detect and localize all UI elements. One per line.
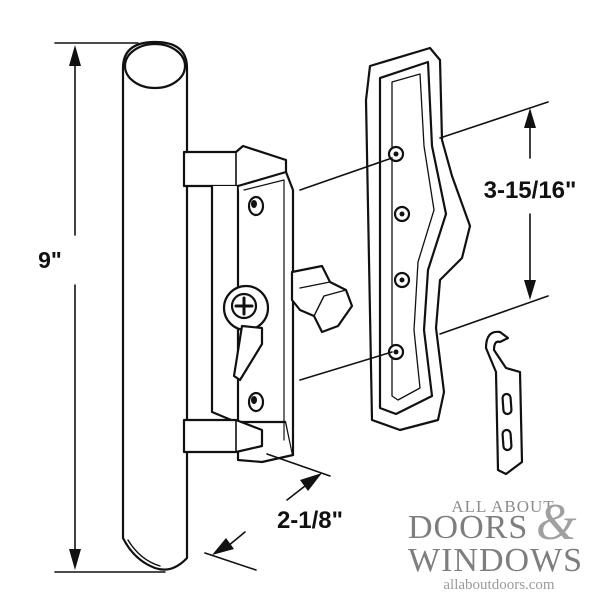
watermark-brand-windows: WINDOWS bbox=[408, 542, 584, 579]
depth-dimension bbox=[204, 453, 331, 571]
arrow-up-right-icon bbox=[300, 473, 322, 491]
watermark-ampersand: & bbox=[536, 494, 577, 551]
depth-label: 2-1/8" bbox=[277, 507, 343, 534]
arrow-up-icon bbox=[69, 45, 81, 66]
spacing-label: 3-15/16" bbox=[484, 177, 577, 204]
exterior-handle bbox=[364, 46, 472, 432]
watermark-tagline: ALL ABOUT bbox=[451, 497, 555, 516]
slot-top bbox=[501, 392, 513, 416]
arrow-down-icon bbox=[69, 549, 81, 570]
height-label: 9" bbox=[38, 247, 62, 273]
arrow-down-icon bbox=[524, 280, 536, 300]
spacing-dimension bbox=[524, 108, 536, 300]
slot-bottom bbox=[501, 428, 513, 452]
lock-lever bbox=[232, 324, 264, 382]
height-dimension bbox=[54, 42, 166, 573]
pull-handle bbox=[121, 40, 189, 571]
keeper-bracket bbox=[484, 330, 524, 476]
arrow-up-icon bbox=[524, 108, 536, 128]
interior-latch-plate bbox=[182, 144, 354, 464]
watermark-brand-doors: DOORS bbox=[408, 509, 529, 546]
watermark-url: allaboutdoors.com bbox=[443, 577, 555, 593]
arrow-down-left-icon bbox=[212, 538, 234, 555]
